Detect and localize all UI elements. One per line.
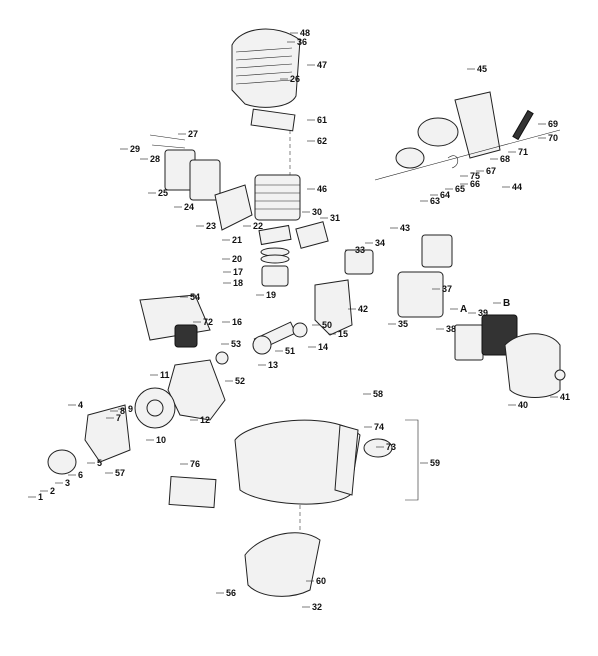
part-label-76: 76 xyxy=(190,459,200,469)
part-label-9: 9 xyxy=(128,404,133,414)
part-label-71: 71 xyxy=(518,147,528,157)
carburetor xyxy=(295,221,453,318)
part-label-50: 50 xyxy=(322,320,332,330)
muffler-assembly xyxy=(149,134,253,231)
part-label-75: 75 xyxy=(470,171,480,181)
part-label-29: 29 xyxy=(130,144,140,154)
part-label-15: 15 xyxy=(338,329,348,339)
part-label-70: 70 xyxy=(548,133,558,143)
part-label-13: 13 xyxy=(268,360,278,370)
part-label-36: 36 xyxy=(297,37,307,47)
part-label-54: 54 xyxy=(190,292,200,302)
part-label-24: 24 xyxy=(184,202,194,212)
part-label-3: 3 xyxy=(65,478,70,488)
part-label-18: 18 xyxy=(233,278,243,288)
part-label-19: 19 xyxy=(266,290,276,300)
part-label-23: 23 xyxy=(206,221,216,231)
letter-label-a: A xyxy=(460,304,467,315)
part-label-56: 56 xyxy=(226,588,236,598)
part-label-1: 1 xyxy=(38,492,43,502)
ignition-coil xyxy=(139,294,211,348)
part-label-41: 41 xyxy=(560,392,570,402)
cylinder-cover xyxy=(231,28,301,132)
part-label-39: 39 xyxy=(478,308,488,318)
part-label-66: 66 xyxy=(470,179,480,189)
part-label-6: 6 xyxy=(78,470,83,480)
part-label-35: 35 xyxy=(398,319,408,329)
part-label-37: 37 xyxy=(442,284,452,294)
part-label-51: 51 xyxy=(285,346,295,356)
part-label-68: 68 xyxy=(500,154,510,164)
part-label-10: 10 xyxy=(156,435,166,445)
part-label-47: 47 xyxy=(317,60,327,70)
part-label-69: 69 xyxy=(548,119,558,129)
part-label-12: 12 xyxy=(200,415,210,425)
part-label-27: 27 xyxy=(188,129,198,139)
part-label-20: 20 xyxy=(232,254,242,264)
flywheel xyxy=(134,387,176,429)
part-label-8: 8 xyxy=(120,406,125,416)
manual xyxy=(168,475,217,509)
part-label-14: 14 xyxy=(318,342,328,352)
starter-cover xyxy=(47,404,131,475)
part-label-16: 16 xyxy=(232,317,242,327)
air-filter xyxy=(454,314,566,398)
leader-lines xyxy=(28,32,558,608)
part-label-62: 62 xyxy=(317,136,327,146)
part-label-59: 59 xyxy=(430,458,440,468)
part-label-64: 64 xyxy=(440,190,450,200)
part-label-26: 26 xyxy=(290,74,300,84)
part-label-21: 21 xyxy=(232,235,242,245)
part-label-30: 30 xyxy=(312,207,322,217)
part-label-46: 46 xyxy=(317,184,327,194)
part-label-2: 2 xyxy=(50,486,55,496)
part-label-5: 5 xyxy=(97,458,102,468)
part-label-4: 4 xyxy=(78,400,83,410)
fuel-tank xyxy=(234,419,393,505)
part-label-48: 48 xyxy=(300,28,310,38)
part-label-72: 72 xyxy=(203,317,213,327)
crankcase xyxy=(167,279,353,421)
part-label-53: 53 xyxy=(231,339,241,349)
part-label-32: 32 xyxy=(312,602,322,612)
part-label-43: 43 xyxy=(400,223,410,233)
part-label-58: 58 xyxy=(373,389,383,399)
part-label-31: 31 xyxy=(330,213,340,223)
part-label-22: 22 xyxy=(253,221,263,231)
crankshaft xyxy=(215,321,308,365)
letter-label-b: B xyxy=(503,298,510,309)
part-label-60: 60 xyxy=(316,576,326,586)
part-label-45: 45 xyxy=(477,64,487,74)
part-label-33: 33 xyxy=(355,245,365,255)
part-label-40: 40 xyxy=(518,400,528,410)
part-label-25: 25 xyxy=(158,188,168,198)
part-label-63: 63 xyxy=(430,196,440,206)
part-label-7: 7 xyxy=(116,413,121,423)
part-label-65: 65 xyxy=(455,184,465,194)
part-label-44: 44 xyxy=(512,182,522,192)
part-label-11: 11 xyxy=(160,370,170,380)
part-label-73: 73 xyxy=(386,442,396,452)
recoil-starter xyxy=(395,91,534,169)
part-label-34: 34 xyxy=(375,238,385,248)
part-label-57: 57 xyxy=(115,468,125,478)
part-label-67: 67 xyxy=(486,166,496,176)
part-label-42: 42 xyxy=(358,304,368,314)
bottom-cover xyxy=(244,532,321,597)
part-label-17: 17 xyxy=(233,267,243,277)
part-label-74: 74 xyxy=(374,422,384,432)
part-label-28: 28 xyxy=(150,154,160,164)
part-label-61: 61 xyxy=(317,115,327,125)
part-label-52: 52 xyxy=(235,376,245,386)
part-label-38: 38 xyxy=(446,324,456,334)
cylinder-piston xyxy=(254,174,301,287)
